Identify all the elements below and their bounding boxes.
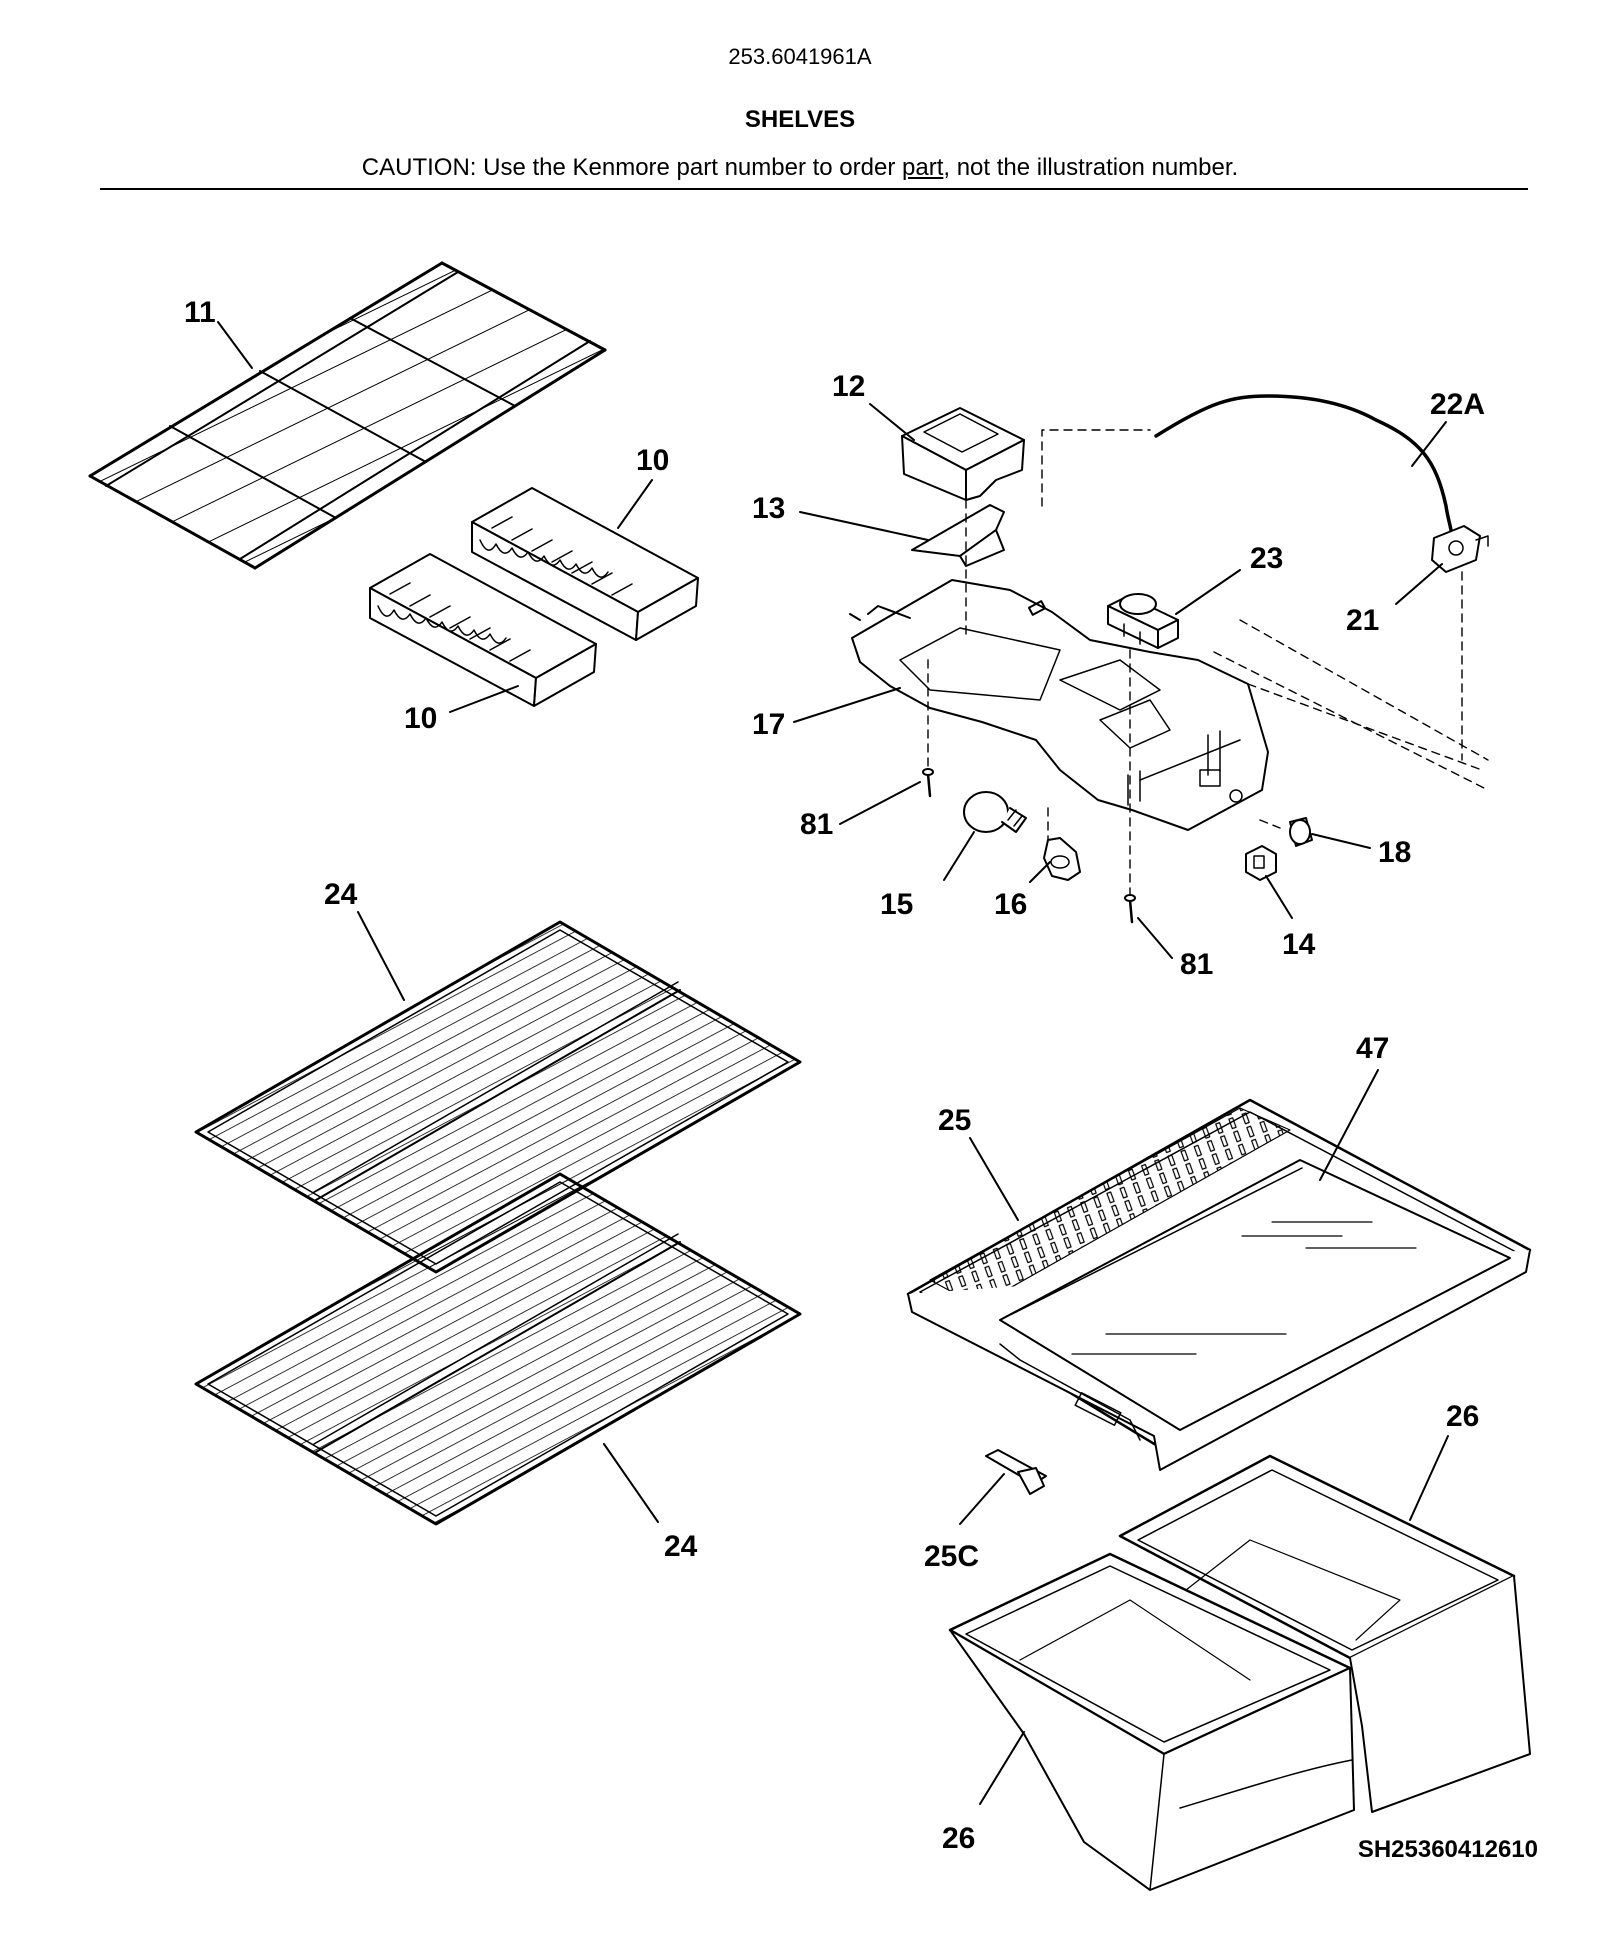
section-title: SHELVES: [744, 106, 856, 133]
header-rule: [100, 188, 1528, 190]
callout-16: 16: [994, 888, 1027, 921]
callout-26-upper: 26: [1446, 1400, 1479, 1433]
callout-11: 11: [184, 296, 216, 329]
callout-10-upper: 10: [636, 444, 669, 477]
callout-18: 18: [1378, 836, 1411, 869]
light-bulb: [963, 791, 1027, 833]
callout-13: 13: [752, 492, 785, 525]
control-knob: [1289, 817, 1313, 847]
callout-26-lower: 26: [942, 1822, 975, 1855]
callout-12: 12: [832, 370, 865, 403]
lamp-socket: [1043, 837, 1081, 881]
sheet-id: SH25360412610: [1357, 1836, 1538, 1863]
callout-14: 14: [1282, 928, 1316, 961]
caution-notice: CAUTION: Use the Kenmore part number to …: [0, 154, 1600, 182]
humidity-control-slide: [985, 1449, 1047, 1495]
thermostat-and-capillary: [1154, 394, 1489, 573]
callout-25: 25: [938, 1104, 971, 1137]
wire-shelf-lower: [194, 1172, 802, 1526]
light-shield: [901, 407, 1025, 501]
screw-lower: [1124, 894, 1136, 924]
crisper-drawer-front: [948, 1552, 1355, 1891]
callout-47: 47: [1356, 1032, 1389, 1065]
callout-23: 23: [1250, 542, 1283, 575]
caution-prefix: CAUTION: Use the Kenmore part number to …: [361, 154, 902, 181]
callout-24-lower: 24: [664, 1530, 698, 1563]
callout-81-upper: 81: [800, 808, 833, 841]
crisper-drawer-rear: [1118, 1454, 1531, 1813]
callout-21: 21: [1346, 604, 1379, 637]
control-housing: [849, 579, 1269, 831]
callout-15: 15: [880, 888, 913, 921]
caution-suffix: , not the illustration number.: [943, 154, 1239, 181]
callout-81-lower: 81: [1180, 948, 1213, 981]
callout-leader-lines: [217, 321, 1449, 1805]
model-number: 253.6041961A: [728, 44, 872, 69]
caution-underlined-word: part: [902, 154, 944, 181]
callout-10-lower: 10: [404, 702, 437, 735]
callout-25c: 25C: [924, 1540, 979, 1573]
light-bracket: [911, 504, 1005, 567]
screw-upper: [922, 768, 934, 798]
crisper-cover-glass: [999, 1159, 1511, 1431]
callout-22a: 22A: [1430, 388, 1485, 421]
callout-17: 17: [752, 708, 785, 741]
defrost-timer: [1107, 593, 1179, 649]
light-switch: [1245, 845, 1277, 881]
ice-tray-lower: [369, 553, 597, 707]
wire-freezer-shelf: [88, 261, 607, 570]
callout-24-upper: 24: [324, 878, 358, 911]
ice-tray-upper: [471, 487, 699, 641]
wire-shelf-upper: [194, 920, 802, 1274]
